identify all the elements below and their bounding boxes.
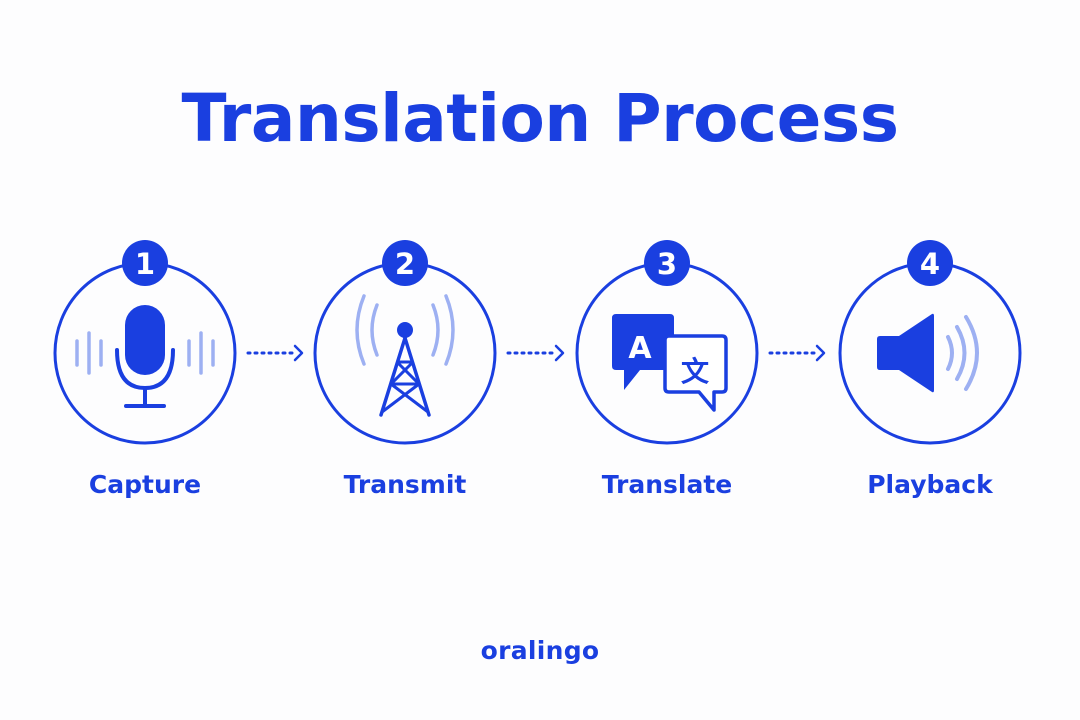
flow-arrow	[506, 344, 565, 362]
microphone-icon	[75, 305, 215, 408]
step-number: 1	[135, 247, 155, 281]
step-1: 1	[53, 240, 237, 445]
speaker-icon	[877, 313, 979, 393]
radio-tower-icon	[355, 294, 455, 417]
flow-arrow	[246, 344, 304, 362]
step-label-playback: Playback	[867, 470, 993, 499]
step-4: 4	[838, 240, 1022, 445]
step-number-badge	[644, 240, 690, 286]
step-label-translate: Translate	[601, 470, 733, 499]
brand-logo: oralingo	[480, 636, 600, 665]
translate-icon: A 文	[612, 314, 728, 412]
step-number-badge	[382, 240, 428, 286]
step-label-capture: Capture	[88, 470, 202, 499]
page-title: Translation Process	[181, 80, 899, 157]
step-circle	[313, 261, 497, 445]
step-label-transmit: Transmit	[343, 470, 467, 499]
step-3: A 文 3	[575, 240, 759, 445]
step-number-badge	[122, 240, 168, 286]
step-number: 3	[657, 247, 677, 281]
step-number: 2	[395, 247, 415, 281]
latin-letter: A	[628, 331, 652, 366]
step-2: 2	[313, 240, 497, 445]
flow-arrow	[768, 344, 826, 362]
step-number-badge	[907, 240, 953, 286]
step-number: 4	[920, 247, 940, 281]
cjk-glyph: 文	[681, 355, 709, 388]
